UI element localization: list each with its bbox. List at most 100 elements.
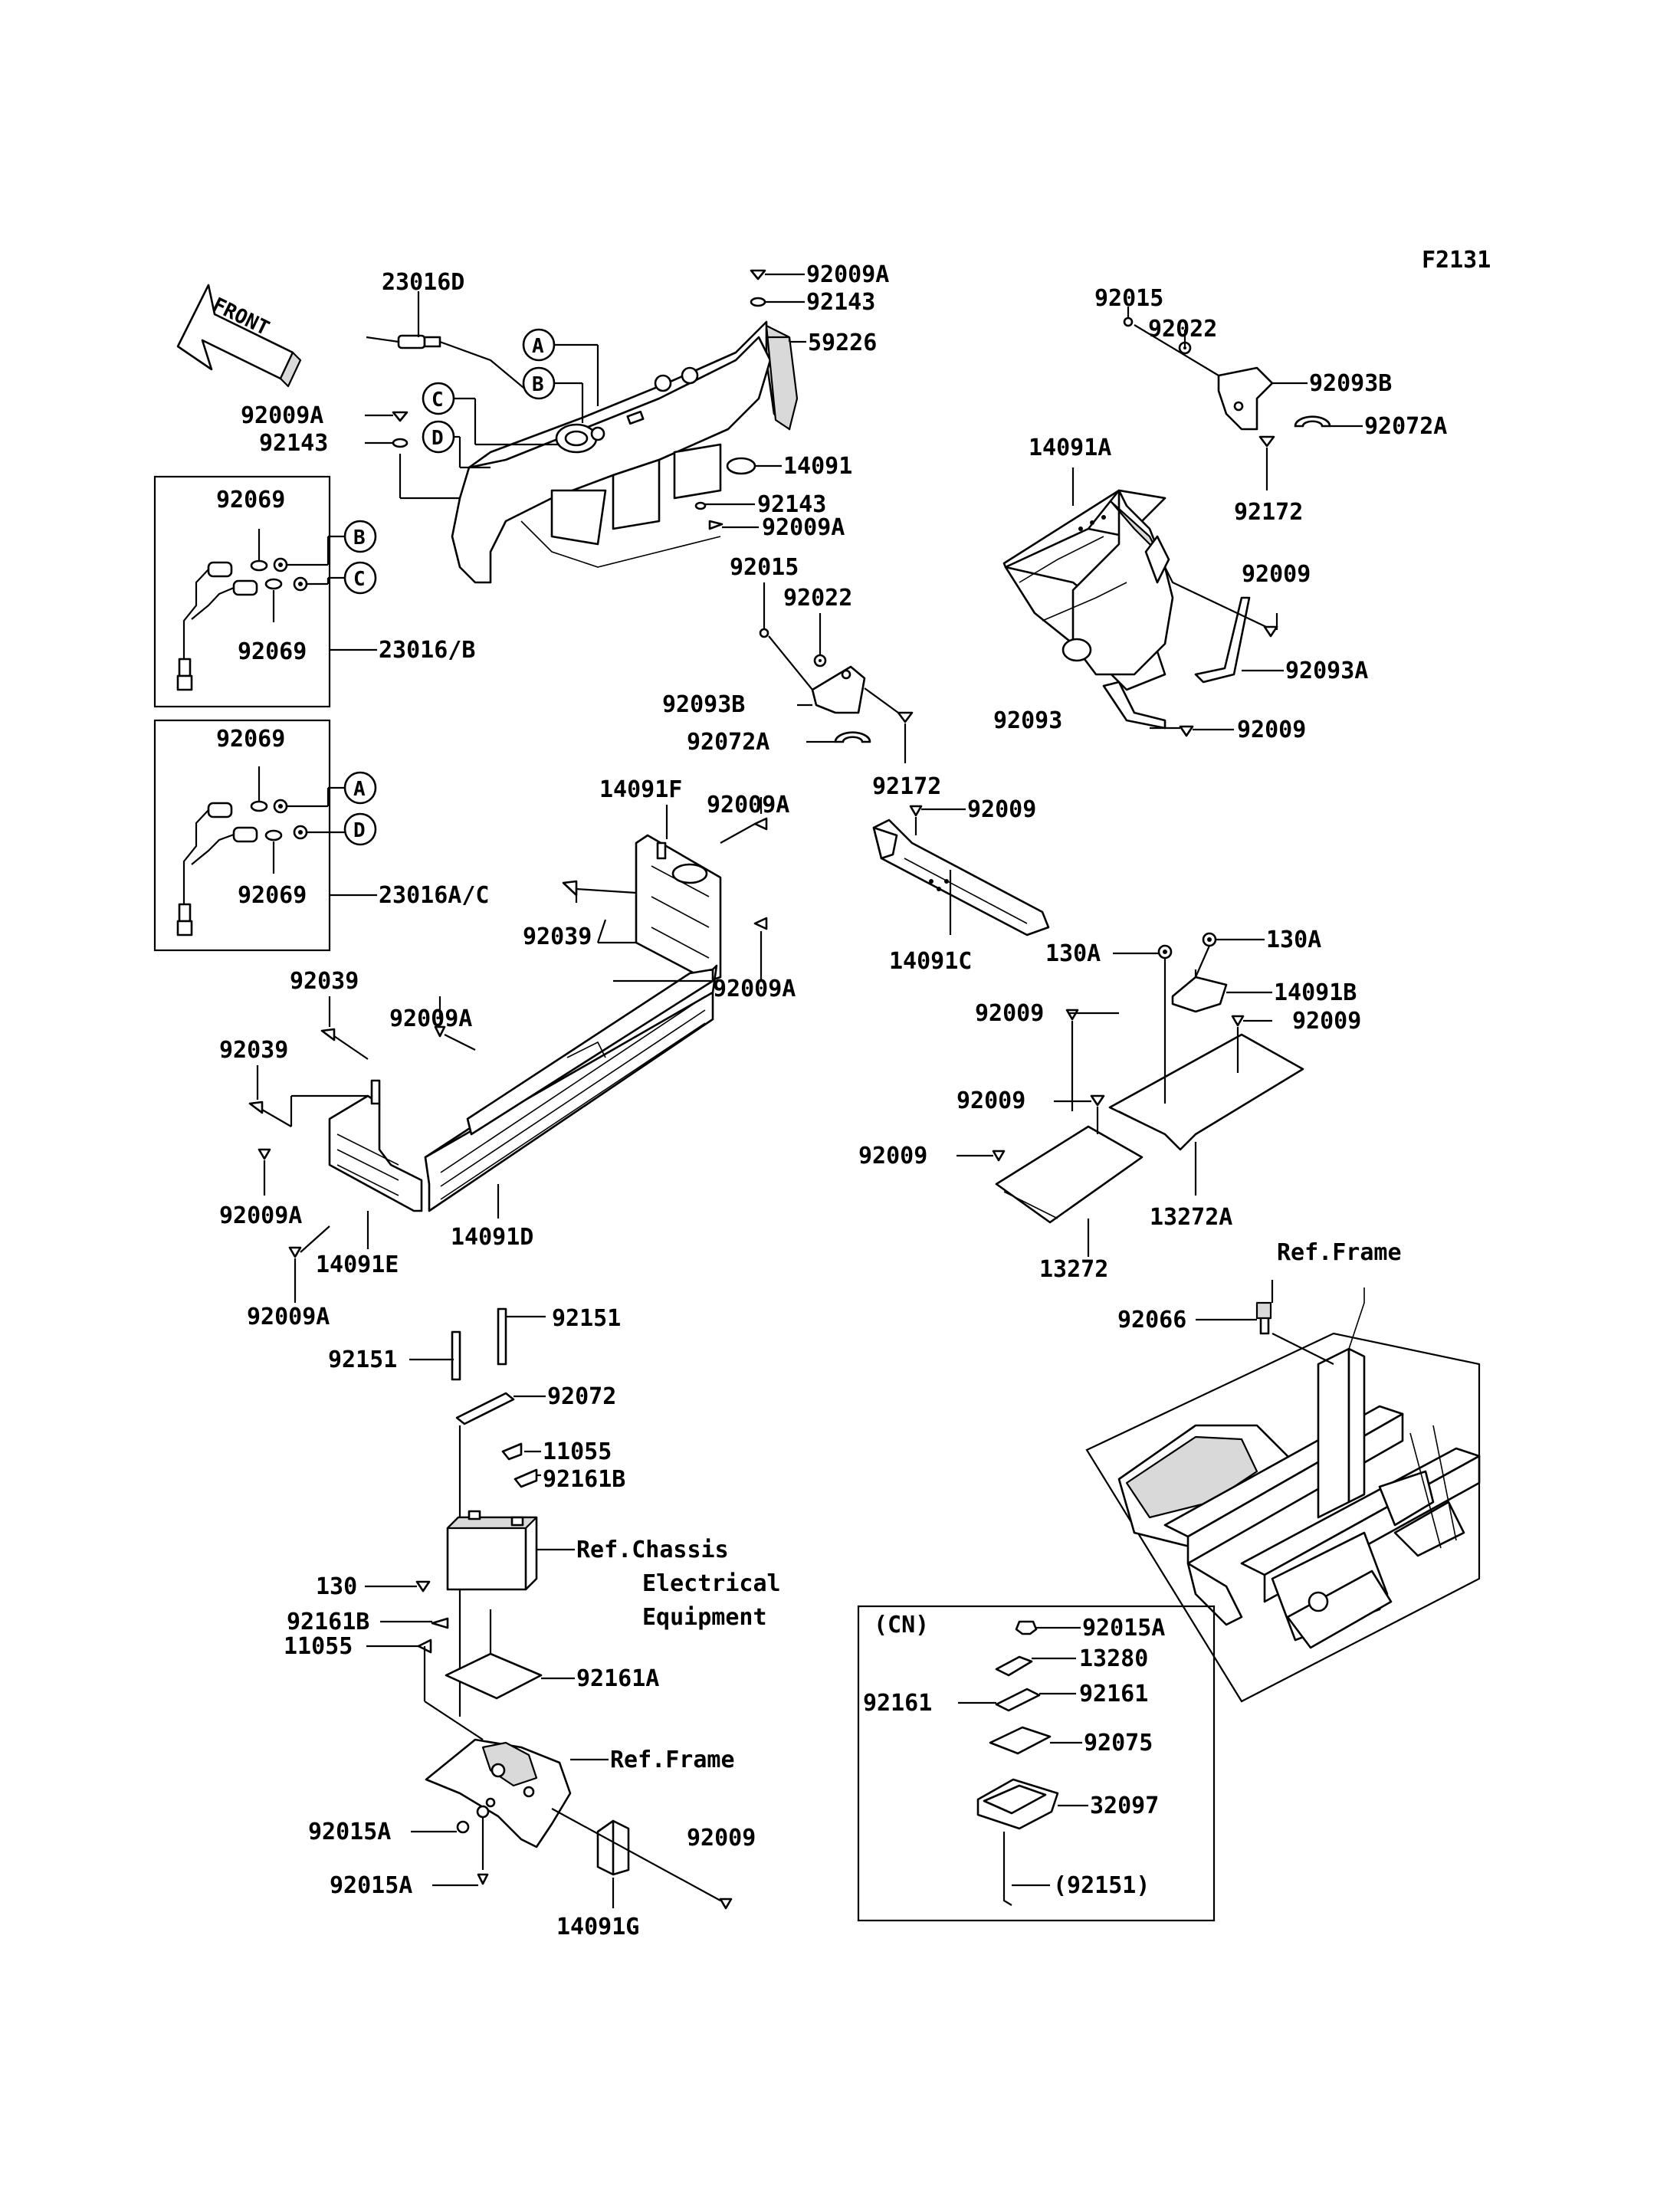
label-92075: 92075 [1084, 1730, 1153, 1757]
label-92039: 92039 [523, 923, 592, 950]
label-92009: 92009 [858, 1143, 927, 1169]
tray-14091A [1002, 489, 1174, 691]
leader-lines-box2 [258, 766, 377, 897]
label-23016D: 23016D [382, 269, 464, 296]
front-arrow-icon: FRONT [176, 284, 302, 388]
label-92039: 92039 [290, 968, 359, 995]
label-92009A: 92009A [389, 1005, 472, 1032]
label-92009A: 92009A [713, 976, 796, 1002]
label-92009A: 92009A [241, 402, 323, 429]
cn-parts [976, 1620, 1059, 1906]
label-92172: 92172 [1234, 499, 1303, 526]
label-92069: 92069 [216, 726, 285, 753]
bracket-14091G [596, 1819, 630, 1876]
marker-a-box2: A [343, 771, 377, 805]
label-13272: 13272 [1039, 1256, 1108, 1283]
marker-b-top: B [522, 366, 556, 400]
label-11055: 11055 [284, 1633, 353, 1660]
label-92015A: 92015A [308, 1819, 391, 1845]
leader-lines-battery [365, 1315, 721, 1908]
label-92151: 92151 [328, 1347, 397, 1373]
plate-13272A [1108, 1033, 1304, 1151]
label-92022: 92022 [783, 585, 852, 612]
fastener-icons-mid [759, 628, 914, 723]
bracket-92093 [1102, 681, 1166, 730]
cable-23016AC [176, 799, 308, 936]
label-14091: 14091 [783, 453, 852, 480]
label-14091A: 14091A [1029, 435, 1111, 461]
label-92009: 92009 [956, 1087, 1025, 1114]
cable-23016B [176, 557, 308, 691]
label-ref-chassis-equipment: Equipment [642, 1604, 767, 1631]
svg-text:D: D [431, 427, 444, 450]
label-92161: 92161 [1079, 1681, 1148, 1707]
label-92039: 92039 [219, 1037, 288, 1064]
leader-lines-rc [914, 808, 1272, 1257]
label-130A: 130A [1266, 927, 1321, 953]
label-14091C: 14091C [889, 948, 972, 975]
battery-hold-down [451, 1307, 515, 1717]
label-92015: 92015 [730, 554, 799, 581]
label-13280: 13280 [1079, 1645, 1148, 1672]
label-ref-chassis-electrical: Electrical [642, 1570, 781, 1597]
marker-d-box2: D [343, 812, 377, 846]
svg-text:B: B [532, 373, 544, 396]
label-92143: 92143 [259, 430, 328, 457]
bracket-92093B-mid [811, 665, 866, 714]
label-92161B: 92161B [287, 1609, 369, 1635]
label-92009: 92009 [967, 796, 1036, 823]
label-14091D: 14091D [451, 1224, 533, 1251]
label-92161A: 92161A [576, 1665, 659, 1692]
label-92161B: 92161B [543, 1466, 625, 1493]
label-92143: 92143 [757, 491, 826, 518]
panel-14091D [424, 964, 718, 1212]
cap-14091-icon [726, 457, 756, 475]
label-92009: 92009 [1292, 1008, 1361, 1035]
clip-92072A-mid-icon [834, 731, 871, 743]
label-92009: 92009 [1237, 717, 1306, 743]
box-cable-23016AC [153, 719, 331, 952]
label-14091B: 14091B [1274, 979, 1357, 1006]
label-92093: 92093 [993, 707, 1062, 734]
label-92009A: 92009A [247, 1304, 330, 1330]
dash-panel-59226 [451, 320, 799, 584]
label-92143: 92143 [806, 289, 875, 316]
label-14091F: 14091F [599, 776, 682, 803]
label-92022: 92022 [1148, 316, 1217, 343]
label-92015: 92015 [1094, 285, 1163, 312]
plate-14091E [328, 1079, 423, 1212]
label-92093B: 92093B [662, 691, 745, 718]
label-13272A: 13272A [1150, 1204, 1232, 1231]
leader-lines-mid [763, 582, 907, 763]
fastener-icons-battery [415, 1580, 733, 1910]
label-92151: 92151 [552, 1305, 621, 1332]
label-92069: 92069 [238, 882, 307, 909]
label-92009: 92009 [975, 1000, 1044, 1027]
leader-lines-center [256, 797, 763, 1303]
bracket-92093B-tr [1217, 366, 1274, 431]
label-92093B: 92093B [1309, 370, 1392, 397]
leader-lines-tr [1071, 307, 1363, 731]
label-cn: (CN) [874, 1612, 929, 1638]
label-ref-chassis: Ref.Chassis [576, 1537, 729, 1563]
leader-lines-box1 [258, 529, 377, 651]
fastener-icons-center [248, 817, 768, 1258]
label-14091G: 14091G [556, 1914, 639, 1940]
box-cn-variant [857, 1605, 1216, 1922]
plate-14091C [872, 818, 1050, 936]
clamp-11055-icon [501, 1442, 523, 1461]
leader-lines-top [365, 273, 806, 529]
box-cable-23016B [153, 475, 331, 708]
label-130: 130 [316, 1573, 357, 1600]
marker-a-top: A [522, 328, 556, 362]
label-130A: 130A [1045, 940, 1101, 967]
label-92069: 92069 [238, 638, 307, 665]
label-23016B: 23016/B [379, 637, 475, 664]
marker-b-box1: B [343, 520, 377, 553]
svg-text:A: A [353, 778, 366, 801]
label-59226: 59226 [808, 330, 877, 356]
label-92066: 92066 [1117, 1307, 1186, 1333]
label-ref-frame: Ref.Frame [1277, 1239, 1402, 1266]
tray-92161A [445, 1652, 543, 1700]
